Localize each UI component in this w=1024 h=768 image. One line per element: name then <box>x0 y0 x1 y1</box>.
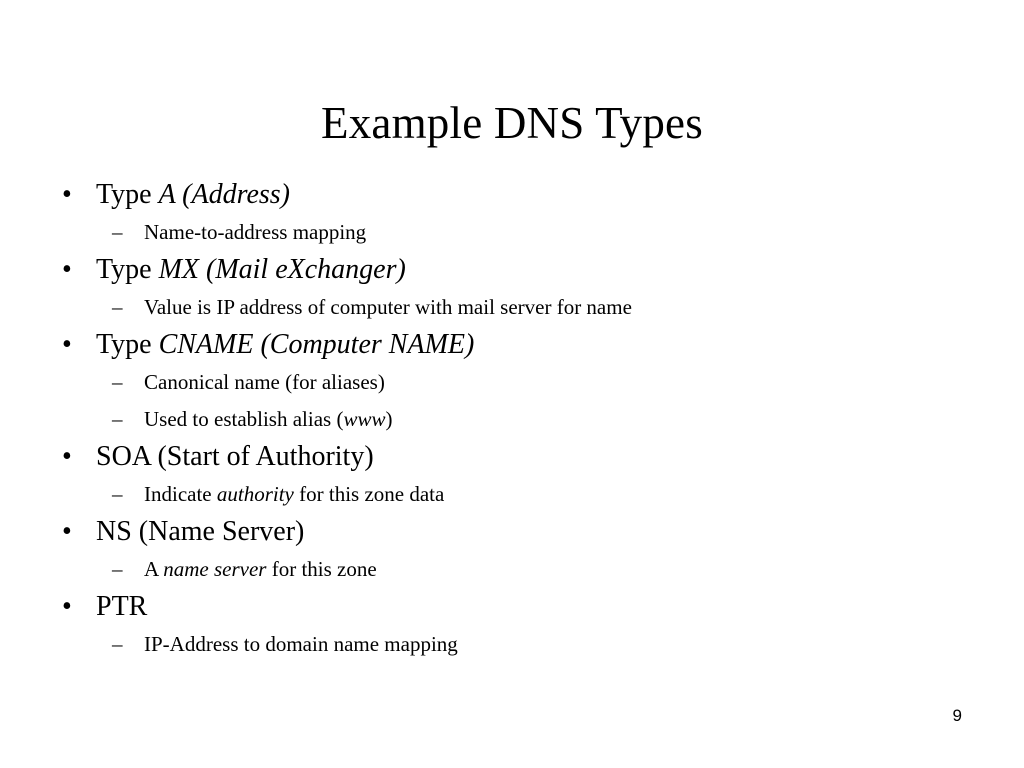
bullet-marker-icon: • <box>62 329 72 360</box>
bullet-item: • Type CNAME (Computer NAME) <box>58 326 998 364</box>
text-run: IP-Address to domain name mapping <box>144 632 458 656</box>
sub-bullet-item: –A name server for this zone <box>58 551 998 588</box>
text-run: MX (Mail eXchanger) <box>158 254 406 285</box>
text-run: Type <box>96 329 159 360</box>
text-run: www <box>343 407 386 431</box>
dash-marker-icon: – <box>112 407 123 431</box>
slide-outline-list: •Type A (Address)–Name-to-address mappin… <box>58 176 998 663</box>
page-title: Example DNS Types <box>321 98 703 149</box>
dash-marker-icon: – <box>112 557 123 581</box>
bullet-marker-icon: • <box>62 591 72 622</box>
bullet-marker-icon: • <box>62 254 72 285</box>
bullet-text: Type CNAME (Computer NAME) <box>96 329 474 360</box>
text-run: Type <box>96 179 159 210</box>
dash-marker-icon: – <box>112 295 123 319</box>
text-run: for this zone <box>266 557 377 581</box>
text-run: for this zone data <box>293 482 445 506</box>
dash-marker-icon: – <box>112 632 123 656</box>
text-run: A <box>144 557 164 581</box>
dash-marker-icon: – <box>112 370 123 394</box>
bullet-text: Type MX (Mail eXchanger) <box>96 254 406 285</box>
sub-bullet-item: –Used to establish alias (www) <box>58 401 998 438</box>
dash-marker-icon: – <box>112 482 123 506</box>
text-run: Name-to-address mapping <box>144 220 367 244</box>
text-run: PTR <box>96 591 148 622</box>
sub-bullet-text: A name server for this zone <box>144 557 377 581</box>
sub-bullet-text: Name-to-address mapping <box>144 220 366 244</box>
text-run: authority <box>216 482 294 506</box>
bullet-item: • NS (Name Server) <box>58 513 998 551</box>
text-run: NS (Name Server) <box>96 516 305 547</box>
text-run: Indicate <box>144 482 217 506</box>
text-run: Value is IP address of computer with mai… <box>144 295 632 319</box>
sub-bullet-item: –Canonical name (for aliases) <box>58 364 998 401</box>
sub-bullet-item: –IP-Address to domain name mapping <box>58 626 998 663</box>
dash-marker-icon: – <box>112 220 123 244</box>
text-run: CNAME (Computer NAME) <box>158 329 475 360</box>
sub-bullet-text: Indicate authority for this zone data <box>144 482 444 506</box>
sub-bullet-text: Canonical name (for aliases) <box>144 370 385 394</box>
text-run: SOA (Start of Authority) <box>96 441 374 472</box>
bullet-item: • SOA (Start of Authority) <box>58 438 998 476</box>
sub-bullet-text: IP-Address to domain name mapping <box>144 632 458 656</box>
sub-bullet-item: –Value is IP address of computer with ma… <box>58 289 998 326</box>
bullet-text: PTR <box>96 591 147 622</box>
bullet-item: • PTR <box>58 588 998 626</box>
bullet-text: NS (Name Server) <box>96 516 304 547</box>
text-run: Type <box>96 254 159 285</box>
bullet-marker-icon: • <box>62 179 72 210</box>
bullet-marker-icon: • <box>62 516 72 547</box>
text-run: Canonical name (for aliases) <box>144 370 385 394</box>
bullet-item: • Type MX (Mail eXchanger) <box>58 251 998 289</box>
bullet-text: Type A (Address) <box>96 179 290 210</box>
text-run: A (Address) <box>158 179 291 210</box>
sub-bullet-text: Value is IP address of computer with mai… <box>144 295 632 319</box>
text-run: name server <box>163 557 267 581</box>
text-run: ) <box>385 407 393 431</box>
sub-bullet-item: –Indicate authority for this zone data <box>58 476 998 513</box>
bullet-text: SOA (Start of Authority) <box>96 441 374 472</box>
bullet-item: • Type A (Address) <box>58 176 998 214</box>
bullet-marker-icon: • <box>62 441 72 472</box>
page-number: 9 <box>952 706 962 725</box>
sub-bullet-item: –Name-to-address mapping <box>58 214 998 251</box>
text-run: Used to establish alias ( <box>144 407 344 431</box>
sub-bullet-text: Used to establish alias (www) <box>144 407 393 431</box>
